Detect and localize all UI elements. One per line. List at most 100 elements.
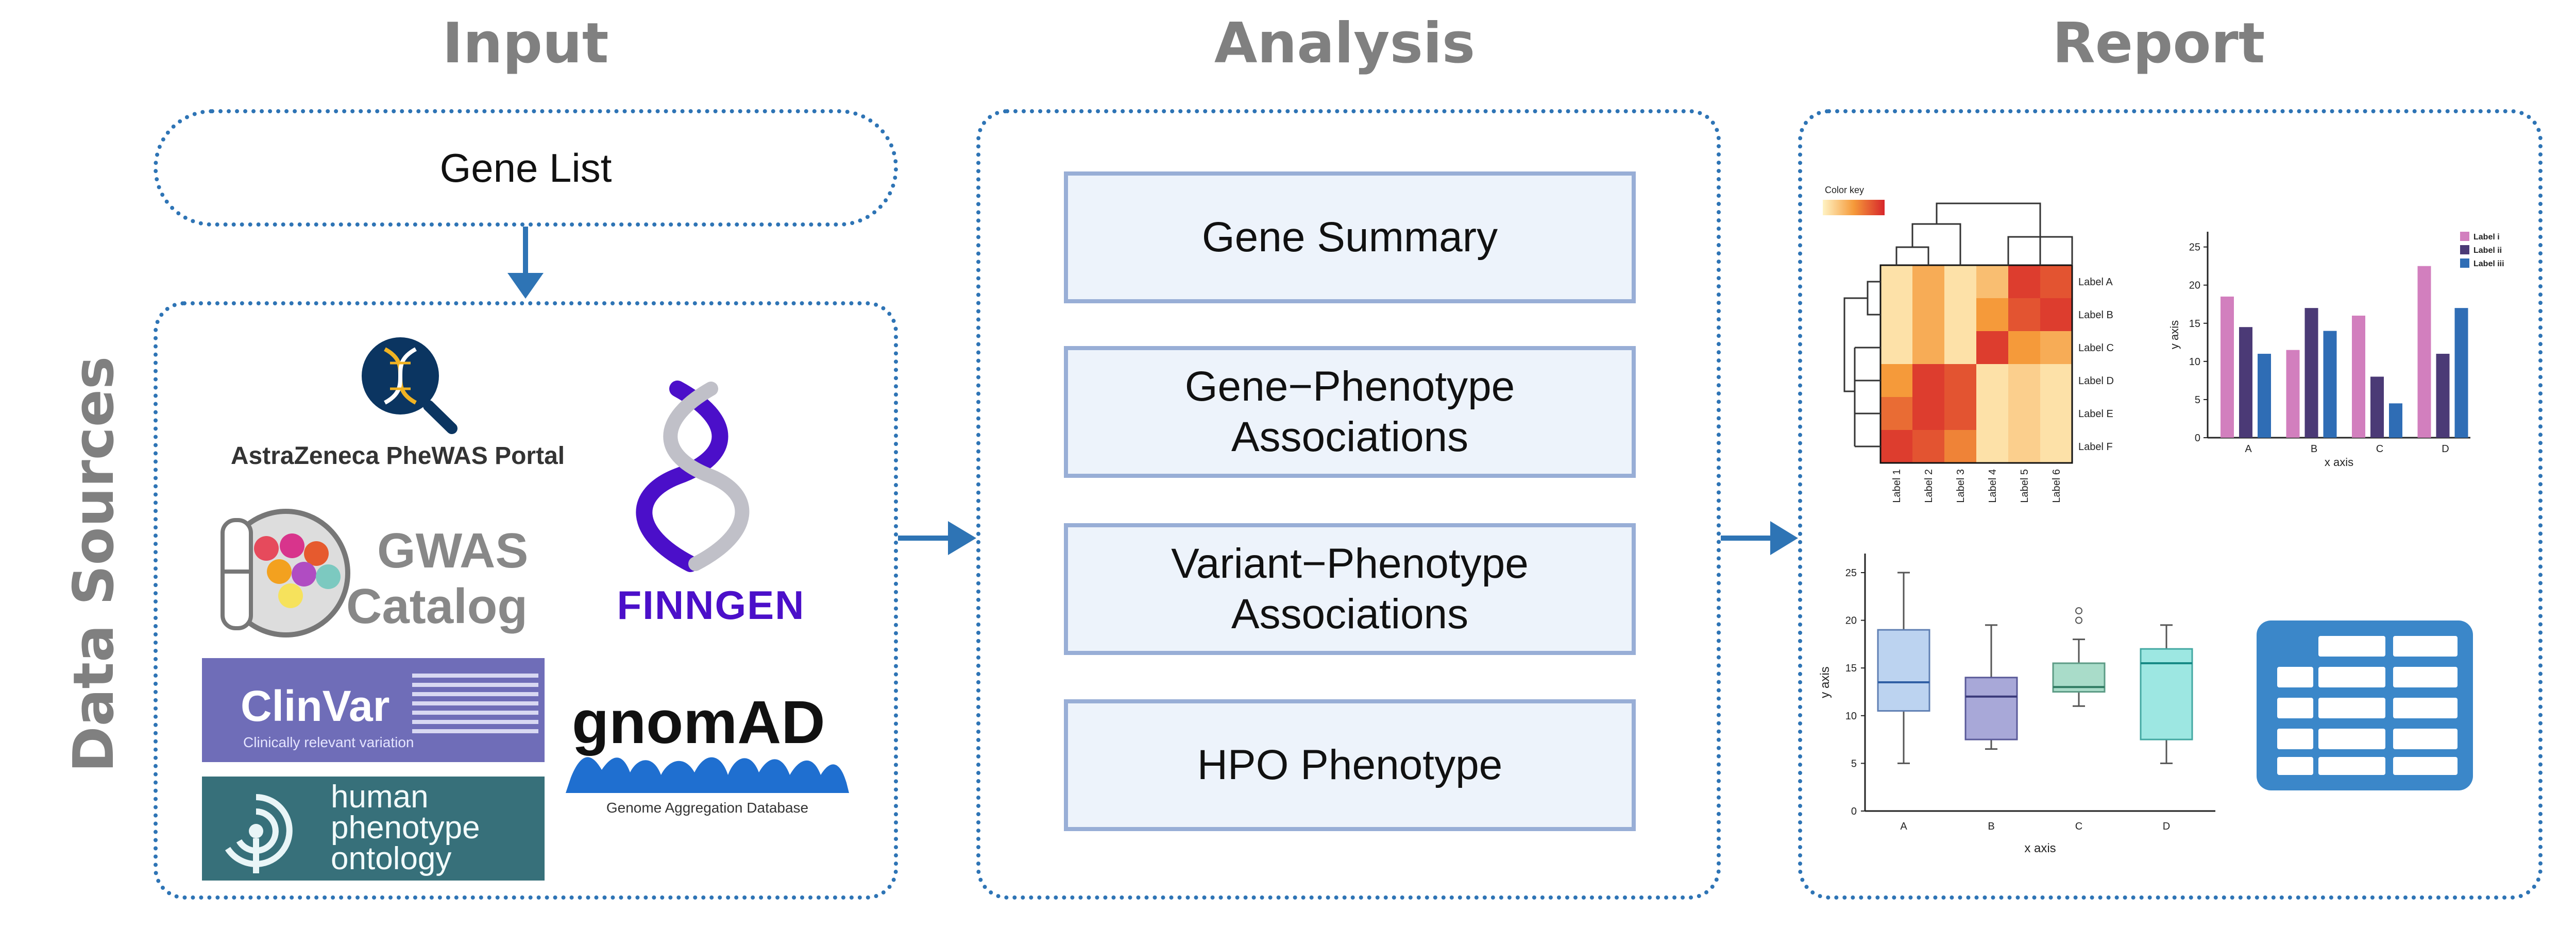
box — [1877, 629, 1930, 712]
y-tick-label: 5 — [2195, 394, 2200, 406]
finngen-text: FINNGEN — [617, 582, 805, 626]
heatmap-cell — [1944, 364, 1976, 397]
bar — [2352, 315, 2365, 438]
finngen-helix-icon — [636, 381, 750, 572]
finngen-logo: FINNGEN — [600, 378, 822, 626]
gnomad-wave-graphic — [566, 757, 849, 793]
bar — [2258, 354, 2271, 438]
heatmap-cell — [2040, 298, 2072, 331]
gene-phenotype-associations-box: Gene−Phenotype Associations — [1064, 346, 1636, 478]
bar — [2323, 331, 2337, 438]
heatmap-cell — [1880, 430, 1912, 463]
hpo-text-1: human — [331, 779, 429, 815]
heatmap-cell — [1944, 331, 1976, 364]
y-tick-label: 15 — [2189, 318, 2200, 330]
analysis-title: Analysis — [1214, 11, 1476, 76]
heatmap-cell — [1880, 364, 1912, 397]
bar — [2304, 308, 2318, 438]
heatmap-cell — [2040, 331, 2072, 364]
analysis-box — [976, 109, 1721, 900]
y-tick-label: 5 — [1851, 758, 1857, 769]
x-tick-label: A — [2245, 443, 2252, 455]
heatmap-cell — [1912, 331, 1944, 364]
heatmap-row-label: Label C — [2078, 342, 2114, 354]
gnomad-text: gnomAD — [572, 688, 825, 756]
y-tick-label: 20 — [2189, 280, 2200, 291]
heatmap-cell — [2008, 265, 2040, 298]
row-dendrogram — [1843, 281, 1880, 447]
bar — [2436, 354, 2450, 438]
outlier-point — [2075, 616, 2082, 624]
heatmap-col-label: Label 4 — [1987, 469, 1998, 503]
y-axis-label: y axis — [1818, 666, 1832, 698]
heatmap-cell — [1880, 397, 1912, 430]
heatmap-cell — [2040, 364, 2072, 397]
legend-swatch — [2460, 245, 2469, 254]
outlier-point — [2075, 607, 2082, 615]
legend-label: Label i — [2473, 233, 2500, 242]
heatmap-cell — [1976, 331, 2008, 364]
legend-swatch — [2460, 232, 2469, 241]
heatmap-cell — [2008, 397, 2040, 430]
gene-list-box: Gene List — [154, 109, 898, 227]
heatmap-row-label: Label B — [2078, 309, 2113, 321]
heatmap-cell — [2008, 364, 2040, 397]
heatmap-cell — [1976, 298, 2008, 331]
hpo-logo: human phenotype ontology — [202, 777, 545, 881]
x-tick-label: D — [2442, 443, 2449, 455]
heatmap-cell — [1976, 397, 2008, 430]
y-tick-label: 0 — [2195, 433, 2200, 444]
table-icon — [2257, 620, 2473, 790]
clinvar-logo: ClinVar Clinically relevant variation — [202, 658, 545, 762]
heatmap-cell — [2008, 298, 2040, 331]
bar — [2454, 308, 2468, 438]
heatmap-col-label: Label 5 — [2019, 469, 2030, 503]
heatmap-col-label: Label 2 — [1923, 469, 1935, 503]
heatmap-cell — [2008, 331, 2040, 364]
y-tick-label: 25 — [2189, 242, 2200, 253]
heatmap-cell — [1912, 430, 1944, 463]
astrazeneca-phewas-logo: AstraZeneca PheWAS Portal — [202, 330, 594, 484]
heatmap-cell — [1944, 397, 1976, 430]
bar — [2239, 327, 2252, 438]
gwas-chromosome-icon — [221, 509, 350, 637]
legend-swatch — [2460, 258, 2469, 268]
heatmap-cell — [1944, 265, 1976, 298]
gene-list-label: Gene List — [439, 145, 612, 191]
y-tick-label: 0 — [1851, 806, 1857, 817]
y-tick-label: 15 — [1845, 663, 1857, 674]
y-tick-label: 20 — [1845, 615, 1857, 627]
hpo-text-2: phenotype — [331, 810, 480, 846]
dna-magnifier-icon — [362, 337, 457, 434]
y-tick-label: 10 — [1845, 711, 1857, 722]
heatmap-cell — [1912, 397, 1944, 430]
heatmap-border — [1879, 264, 2073, 464]
clinvar-subtitle: Clinically relevant variation — [243, 734, 414, 750]
x-tick-label: C — [2376, 443, 2383, 455]
y-tick-label: 10 — [2189, 356, 2200, 368]
hpo-phenotype-box: HPO Phenotype — [1064, 699, 1636, 831]
box — [1964, 677, 2018, 740]
x-tick-label: B — [1988, 821, 1994, 832]
x-axis-label: x axis — [2024, 841, 2056, 855]
clinvar-text: ClinVar — [241, 682, 390, 730]
heatmap-cell — [1976, 364, 2008, 397]
gnomad-logo: gnomAD Genome Aggregation Database — [566, 687, 849, 826]
heatmap-cell — [1880, 298, 1912, 331]
heatmap-cell — [2040, 397, 2072, 430]
heatmap-col-label: Label 6 — [2051, 469, 2062, 503]
analysis-to-report-arrow — [1721, 521, 1798, 555]
input-to-analysis-arrow — [898, 521, 976, 555]
bar — [2221, 296, 2234, 438]
heatmap-cell — [1944, 298, 1976, 331]
y-axis-label: y axis — [2168, 320, 2181, 349]
heatmap-cell — [1880, 331, 1912, 364]
report-box — [1798, 109, 2543, 900]
column-dendrogram — [1895, 202, 2073, 265]
gnomad-subtitle: Genome Aggregation Database — [606, 800, 809, 816]
heatmap-row-label: Label A — [2078, 277, 2113, 288]
